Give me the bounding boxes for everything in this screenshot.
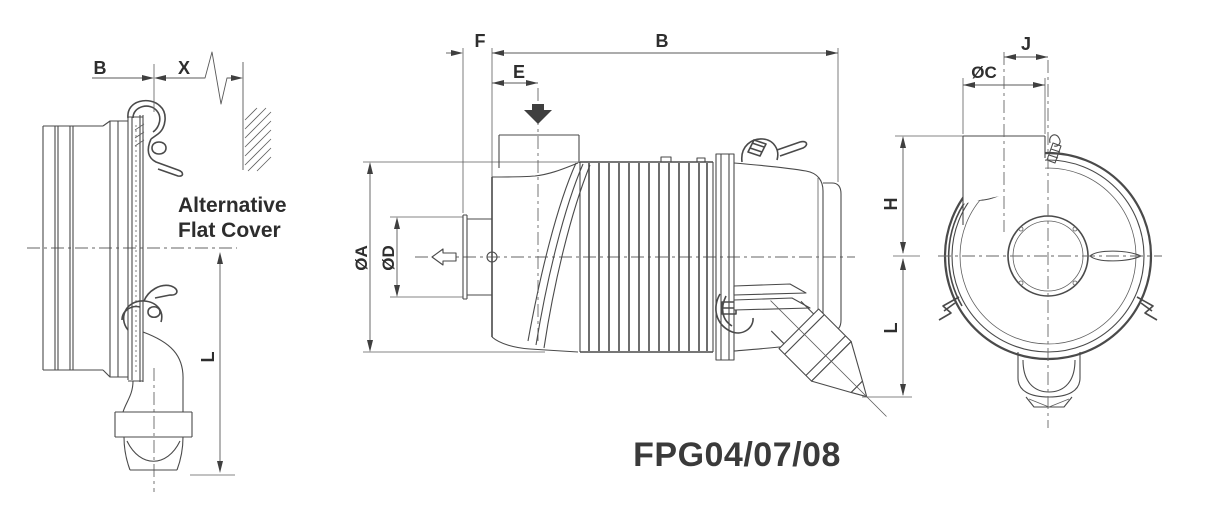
end-view: J ØC [938,34,1162,428]
dim-label-alt-b: B [94,58,107,78]
dimension-side-dia-a [363,161,580,353]
dimension-side-l [862,258,912,398]
airflow-out-arrow-icon [431,248,457,266]
dimension-alt-l [190,252,235,476]
dim-label-end-j: J [1021,34,1031,54]
dust-ejector-valve [770,300,887,417]
dim-label-side-b: B [656,31,669,51]
cover-latch-top [741,138,808,163]
dimension-side-f [446,48,464,213]
body-fin-section [579,156,714,353]
flat-cover-plate [127,115,145,382]
body-ribbed-section [42,120,128,378]
louver-fins [733,283,811,311]
airflow-in-arrow-icon [524,104,552,124]
dimension-side-dia-d [390,216,463,298]
model-title: FPG04/07/08 [633,436,841,474]
caption-flat-cover: Flat Cover [178,219,281,242]
outlet-elbow [114,331,193,438]
clamp-band [715,153,735,361]
dimension-side-e [492,80,538,86]
body-front-cap [491,162,591,353]
dimension-alt-b [92,64,155,112]
outlet-tube [462,177,498,337]
dust-valve [123,436,184,471]
dim-label-end-dia-c: ØC [971,63,997,82]
wall-hatching [244,107,272,172]
dimension-side-b [491,48,839,182]
dim-label-side-l: L [881,323,901,334]
side-view: F B E ØA ØD H L [352,31,963,417]
alt-flat-cover-view: B X L Alternative Flat Cover [27,51,287,492]
dim-label-alt-l: L [198,352,218,363]
latch-clip-bottom [121,284,178,331]
dim-label-side-dia-a: ØA [352,245,371,271]
end-latch-left [938,296,960,321]
dimension-end-j [1004,54,1048,60]
dimension-alt-x [154,51,244,170]
dim-label-side-e: E [513,62,525,82]
latch-clip-top [127,99,184,177]
dim-label-side-dia-d: ØD [379,245,398,271]
dimension-side-h [893,135,963,257]
dimension-end-dia-c [962,78,1046,134]
stub-clip [1046,134,1062,164]
end-dust-valve [1017,352,1081,408]
dim-label-side-h: H [881,198,901,211]
dim-label-side-f: F [475,31,486,51]
end-latch-right [1136,296,1158,321]
caption-alternative: Alternative [178,194,287,217]
inlet-stub [498,134,580,168]
dim-label-alt-x: X [178,58,190,78]
